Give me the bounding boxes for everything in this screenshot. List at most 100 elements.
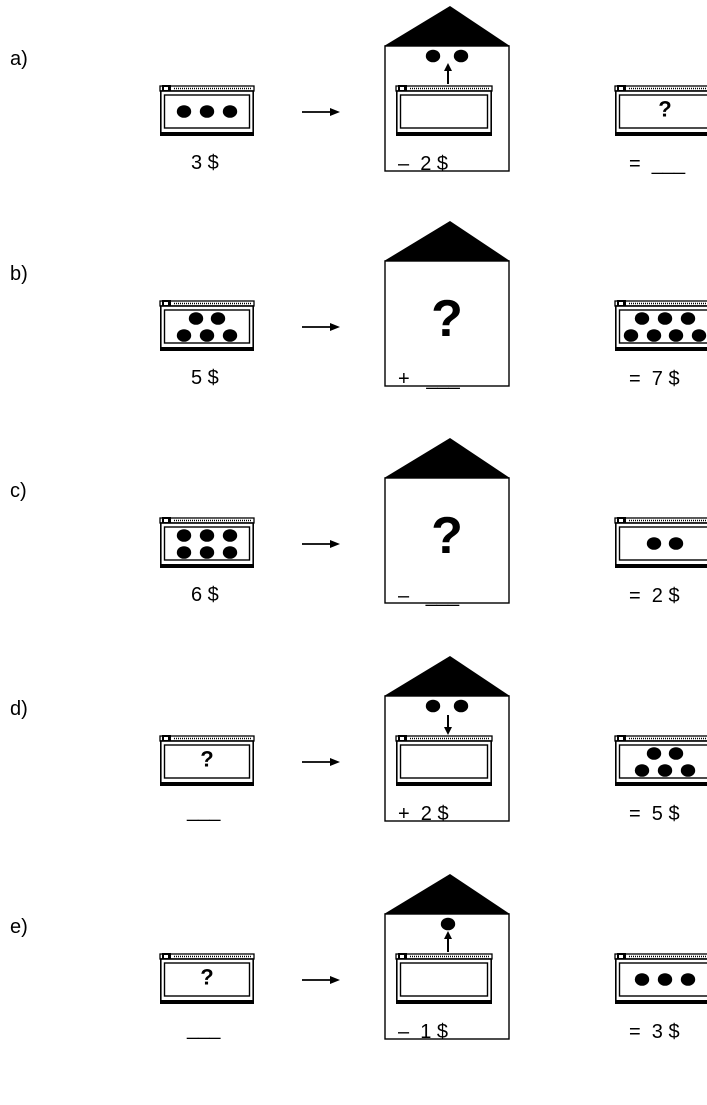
coin [176, 105, 192, 118]
question-mark: ? [658, 97, 671, 122]
result-amount: = 5 $ [629, 803, 680, 825]
arrow-up-icon [444, 63, 452, 71]
coin [634, 312, 650, 325]
house-walls [384, 477, 510, 604]
coin [222, 529, 238, 542]
start-purse [159, 85, 255, 136]
start-amount: 5 $ [191, 367, 219, 389]
start-amount: 3 $ [191, 152, 219, 174]
right-arrow-icon [302, 540, 340, 548]
coin [668, 329, 684, 342]
house-1: ? [384, 221, 510, 387]
house-amount: – ___ [398, 585, 460, 607]
problem-row: d)?___+ 2 $= 5 $ [0, 650, 707, 860]
house-walls [384, 260, 510, 387]
right-arrow-icon [302, 323, 340, 331]
coin [634, 973, 650, 986]
coin [199, 546, 215, 559]
purse-base [615, 782, 707, 786]
right-arrow-icon [302, 758, 340, 766]
end-purse: ? [614, 85, 707, 136]
house-0 [384, 6, 510, 172]
right-arrow-icon [302, 108, 340, 116]
result-amount: = 3 $ [629, 1021, 680, 1043]
coin [680, 764, 696, 777]
house-roof [384, 656, 510, 696]
coin [646, 537, 662, 550]
house-purse [395, 735, 493, 786]
purse-inner [618, 94, 707, 129]
house-4 [384, 874, 510, 1040]
coin [176, 546, 192, 559]
end-purse [614, 735, 707, 786]
start-purse [159, 300, 255, 351]
house-roof [384, 6, 510, 46]
coin [680, 973, 696, 986]
arrow-up-icon [444, 931, 452, 939]
result-amount: = ___ [629, 153, 686, 175]
purse-base [160, 347, 254, 351]
end-purse [614, 953, 707, 1004]
coin [188, 312, 204, 325]
start-purse: ? [159, 953, 255, 1004]
house-2: ? [384, 438, 510, 604]
coin [680, 312, 696, 325]
arrow-down-icon [444, 727, 452, 735]
coin [199, 329, 215, 342]
coin [657, 312, 673, 325]
coin [199, 529, 215, 542]
purse-inner [618, 526, 707, 561]
house-roof [384, 438, 510, 478]
coin [634, 764, 650, 777]
coin [210, 312, 226, 325]
house-amount: – 1 $ [398, 1021, 449, 1043]
coin [691, 329, 707, 342]
house-purse [395, 953, 493, 1004]
purse-base [615, 132, 707, 136]
question-mark: ? [200, 965, 213, 990]
house-3 [384, 656, 510, 822]
coin [453, 699, 469, 713]
coin [222, 546, 238, 559]
house-amount: + ___ [398, 368, 460, 390]
purse-base [615, 1000, 707, 1004]
end-purse [614, 300, 707, 351]
problem-label: d) [10, 698, 28, 720]
coin [440, 917, 456, 931]
problem-row: a)? 3 $ – 2 $ = ___ [0, 0, 707, 210]
coin [646, 747, 662, 760]
coin [176, 329, 192, 342]
house-roof [384, 874, 510, 914]
house-purse [395, 85, 493, 136]
problem-label: e) [10, 916, 28, 938]
purse-base [615, 347, 707, 351]
purse-inner [163, 744, 251, 779]
house-amount: + 2 $ [398, 803, 449, 825]
house-amount: – 2 $ [398, 153, 449, 175]
start-purse [159, 517, 255, 568]
purse-base [160, 782, 254, 786]
coin [176, 529, 192, 542]
problem-row: c)? 6 $ – ___ = 2 $ [0, 432, 707, 642]
purse-inner [163, 962, 251, 997]
start-amount: ___ [187, 1018, 221, 1040]
result-amount: = 2 $ [629, 585, 680, 607]
house-question-mark: ? [431, 507, 463, 565]
coin [222, 105, 238, 118]
coin [646, 329, 662, 342]
question-mark: ? [200, 747, 213, 772]
purse-base [160, 132, 254, 136]
start-amount: 6 $ [191, 584, 219, 606]
coin [668, 747, 684, 760]
problem-label: b) [10, 263, 28, 285]
coin [199, 105, 215, 118]
end-purse [614, 517, 707, 568]
coin [657, 764, 673, 777]
problem-label: a) [10, 48, 28, 70]
problem-label: c) [10, 480, 27, 502]
coin [623, 329, 639, 342]
purse-base [160, 1000, 254, 1004]
coin [453, 49, 469, 63]
coin [425, 699, 441, 713]
purse-base [160, 564, 254, 568]
